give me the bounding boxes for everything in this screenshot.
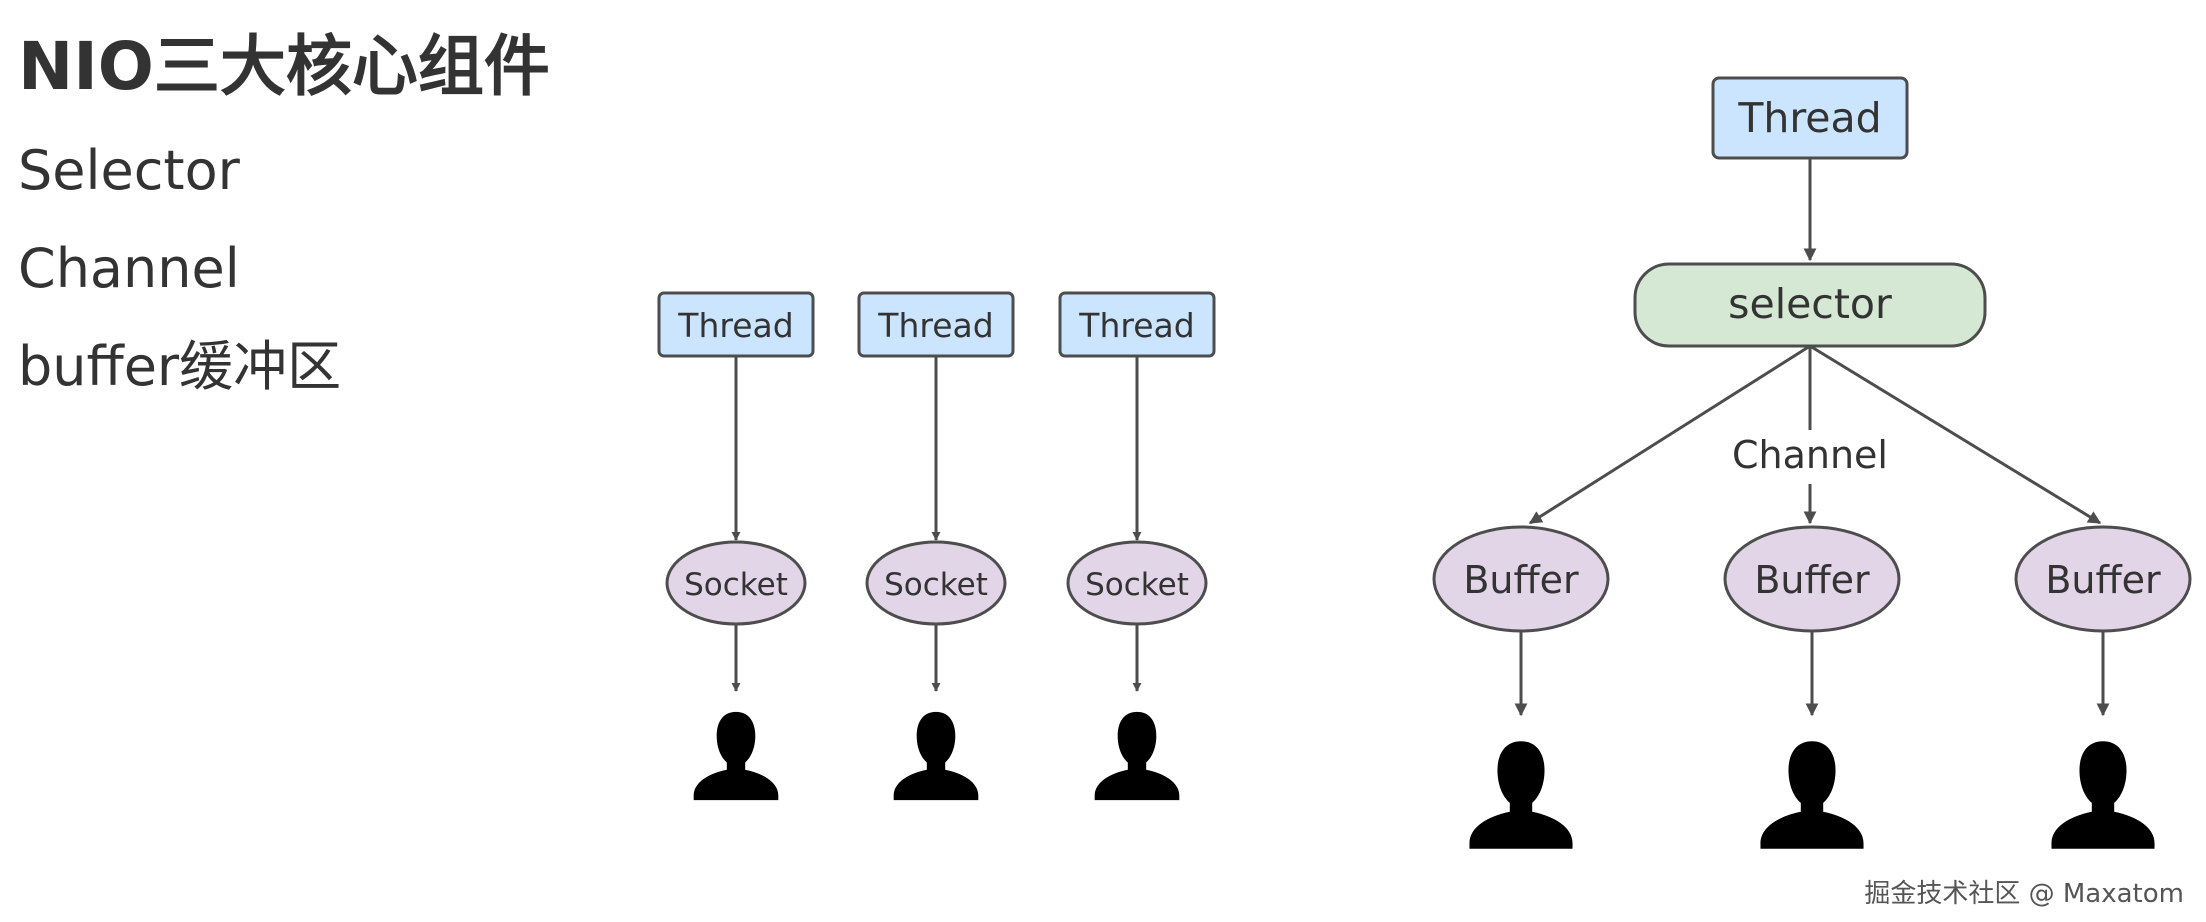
watermark: 掘金技术社区 @ Maxatom (1864, 879, 2184, 909)
person-icon (2051, 741, 2155, 849)
right-diagram: Thread selector Channel Buffer Buffer Bu… (1432, 76, 2192, 849)
buffer-label: Buffer (1463, 558, 1579, 602)
buffer-label: Buffer (2045, 558, 2161, 602)
person-icon (1760, 741, 1864, 849)
thread-label: Thread (1078, 306, 1194, 345)
thread-label: Thread (1737, 94, 1881, 142)
left-column-3: Thread Socket (1058, 291, 1216, 801)
component-buffer: buffer缓冲区 (18, 335, 342, 398)
buffer-label: Buffer (1754, 558, 1870, 602)
person-icon (1469, 741, 1573, 849)
channel-arrow-left (1528, 344, 1811, 525)
person-icon (1094, 711, 1180, 801)
component-selector: Selector (18, 139, 240, 202)
selector-label: selector (1728, 280, 1892, 328)
socket-label: Socket (884, 567, 988, 603)
channel-label: Channel (1732, 433, 1888, 477)
socket-label: Socket (684, 567, 788, 603)
left-column-2: Thread Socket (857, 291, 1015, 801)
socket-label: Socket (1085, 567, 1189, 603)
channel-arrow-right (1809, 344, 2102, 525)
thread-label: Thread (677, 306, 793, 345)
thread-label: Thread (877, 306, 993, 345)
component-channel: Channel (18, 237, 240, 300)
page-title: NIO三大核心组件 (18, 28, 550, 105)
person-icon (693, 711, 779, 801)
left-column-1: Thread Socket (657, 291, 815, 801)
person-icon (893, 711, 979, 801)
